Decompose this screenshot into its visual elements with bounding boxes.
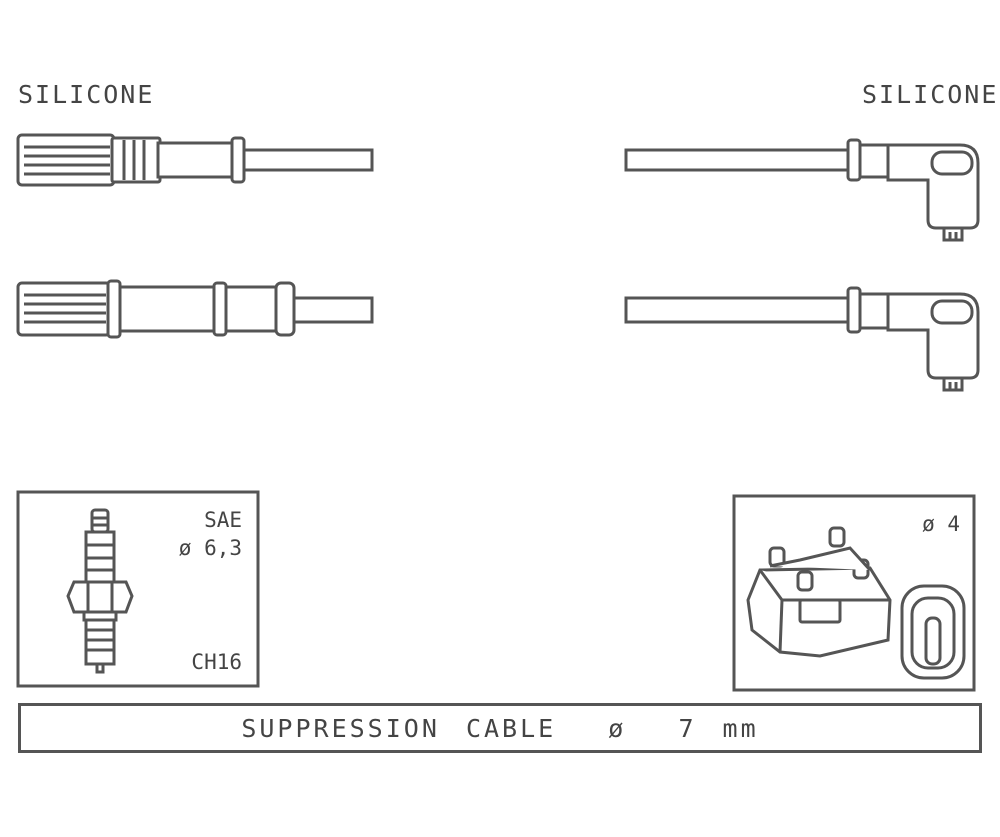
spark-plug-icon <box>66 508 134 674</box>
straight-boot-icon <box>16 133 374 187</box>
right-material-label: SILICONE <box>862 80 999 109</box>
ignition-coil-icon <box>746 526 892 658</box>
straight-boot-icon <box>16 279 374 339</box>
angled-boot-icon <box>624 138 980 242</box>
left-material-label: SILICONE <box>18 80 155 109</box>
cable-spec-text: SUPPRESSION CABLE ø 7 mm <box>241 713 759 743</box>
coil-diameter: ø 4 <box>922 512 960 536</box>
spark-plug-standard: SAE <box>204 508 242 532</box>
angled-boot-icon <box>624 286 980 392</box>
spark-plug-box <box>16 490 260 688</box>
coil-terminal-icon <box>900 584 966 680</box>
spark-plug-diameter: ø 6,3 <box>178 536 242 560</box>
cable-spec-box: SUPPRESSION CABLE ø 7 mm <box>18 703 982 753</box>
spark-plug-code: CH16 <box>191 650 242 674</box>
